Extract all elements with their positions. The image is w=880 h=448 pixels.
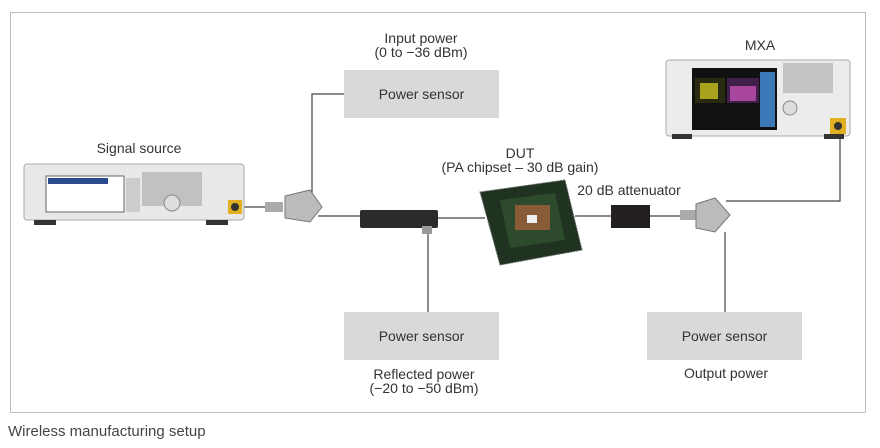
directional-coupler — [360, 210, 438, 234]
attenuator — [611, 205, 650, 228]
power-splitter-output — [680, 197, 731, 233]
mxa-instrument — [665, 59, 851, 139]
dut-title: DUT — [505, 145, 535, 161]
input-power-title: Input power — [384, 30, 458, 46]
power-splitter-input — [265, 189, 323, 223]
power-sensor-output: Power sensor — [647, 312, 802, 360]
line-splitter-input-sensor — [311, 93, 344, 193]
reflected-power-range: (−20 to −50 dBm) — [369, 380, 479, 396]
signal-source-instrument — [23, 163, 245, 225]
dut-detail: (PA chipset – 30 dB gain) — [441, 159, 599, 175]
output-power-label: Output power — [683, 365, 769, 381]
mxa-label: MXA — [744, 37, 776, 53]
reflected-power-title: Reflected power — [373, 366, 475, 382]
attenuator-label: 20 dB attenuator — [577, 182, 681, 198]
power-sensor-input: Power sensor — [344, 70, 499, 118]
line-splitter-mxa — [726, 138, 841, 202]
diagram-frame — [10, 12, 866, 413]
signal-source-label: Signal source — [96, 140, 182, 156]
dut-chip — [479, 179, 583, 266]
input-power-range: (0 to −36 dBm) — [374, 44, 468, 60]
figure-caption: Wireless manufacturing setup — [8, 423, 206, 440]
power-sensor-reflected: Power sensor — [344, 312, 499, 360]
